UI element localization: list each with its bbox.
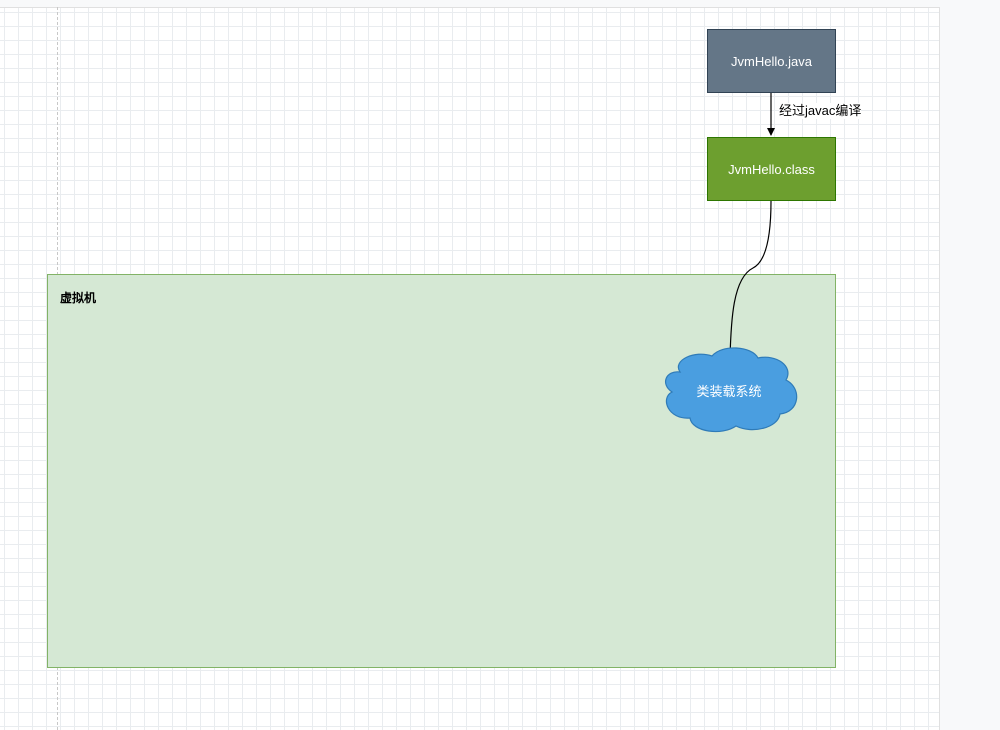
virtual-machine-label: 虚拟机 xyxy=(60,291,97,305)
java-source-label: JvmHello.java xyxy=(731,53,812,69)
compile-edge-label: 经过javac编译 xyxy=(779,103,862,119)
class-file-node[interactable]: JvmHello.class xyxy=(707,137,836,201)
class-file-label: JvmHello.class xyxy=(728,161,815,177)
virtual-machine-container[interactable]: 虚拟机 xyxy=(47,274,836,668)
right-panel xyxy=(941,0,1000,730)
java-source-node[interactable]: JvmHello.java xyxy=(707,29,836,93)
